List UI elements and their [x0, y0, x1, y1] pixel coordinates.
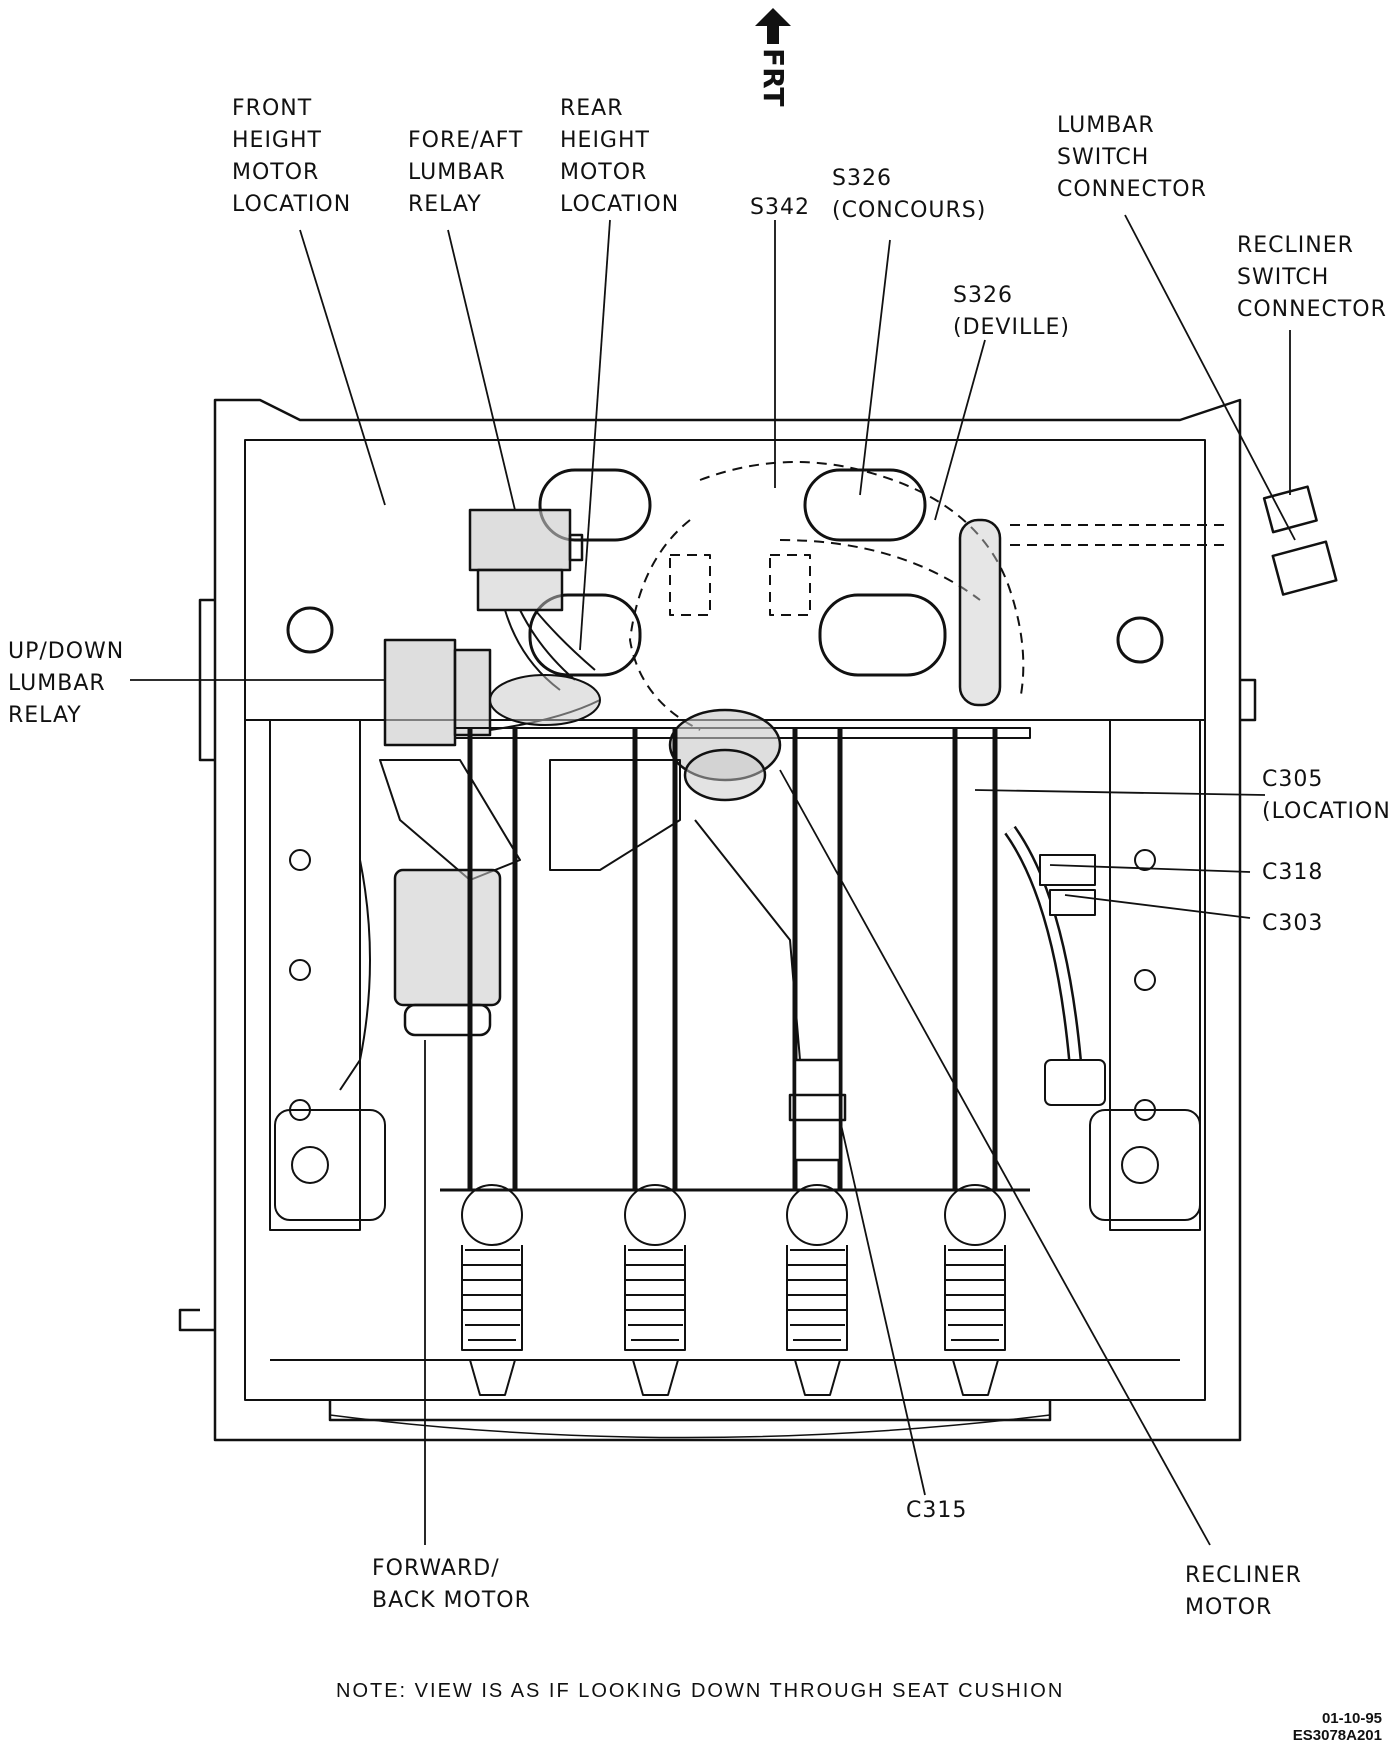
up-arrow-icon: [755, 8, 791, 44]
pan-openings: [288, 470, 1162, 675]
s326-concours-label: S326(CONCOURS): [832, 166, 987, 223]
c303-label: C303: [1262, 911, 1324, 936]
up-down-lumbar-relay: [385, 640, 490, 745]
s342-label: S342: [750, 195, 810, 220]
lumbar-strip: [960, 520, 1000, 705]
relay-wire-bundle: [490, 610, 600, 730]
forward-back-motor: [395, 870, 500, 1035]
front-direction-label: FRT: [757, 48, 790, 107]
right-track: [1010, 720, 1200, 1230]
drawing-code: 01-10-95 ES3078A201: [1250, 1710, 1382, 1744]
c315-label: C315: [906, 1498, 968, 1523]
c315-connector: [695, 820, 845, 1160]
worm-gears: [462, 1185, 1005, 1395]
seat-frame: [180, 400, 1255, 1440]
forward-back-motor-label: FORWARD/BACK MOTOR: [372, 1556, 531, 1613]
switch-connectors: [1264, 487, 1336, 595]
hidden-harness: [630, 462, 1230, 730]
gearbox-plate: [380, 760, 520, 880]
recliner-motor: [670, 710, 780, 800]
left-track: [270, 720, 385, 1230]
drawing-date: 01-10-95: [1321, 1710, 1382, 1727]
harness-connectors: [1040, 855, 1095, 915]
c305-label: C305(LOCATION): [1262, 767, 1392, 824]
leader-lines: [130, 215, 1295, 1545]
c318-label: C318: [1262, 860, 1324, 885]
s326-deville-label: S326(DEVILLE): [953, 283, 1070, 340]
bracket-plate: [550, 760, 680, 870]
fore-aft-lumbar-relay: [470, 510, 582, 610]
viewing-note: NOTE: VIEW IS AS IF LOOKING DOWN THROUGH…: [336, 1680, 1065, 1702]
drive-cables: [470, 728, 995, 1190]
